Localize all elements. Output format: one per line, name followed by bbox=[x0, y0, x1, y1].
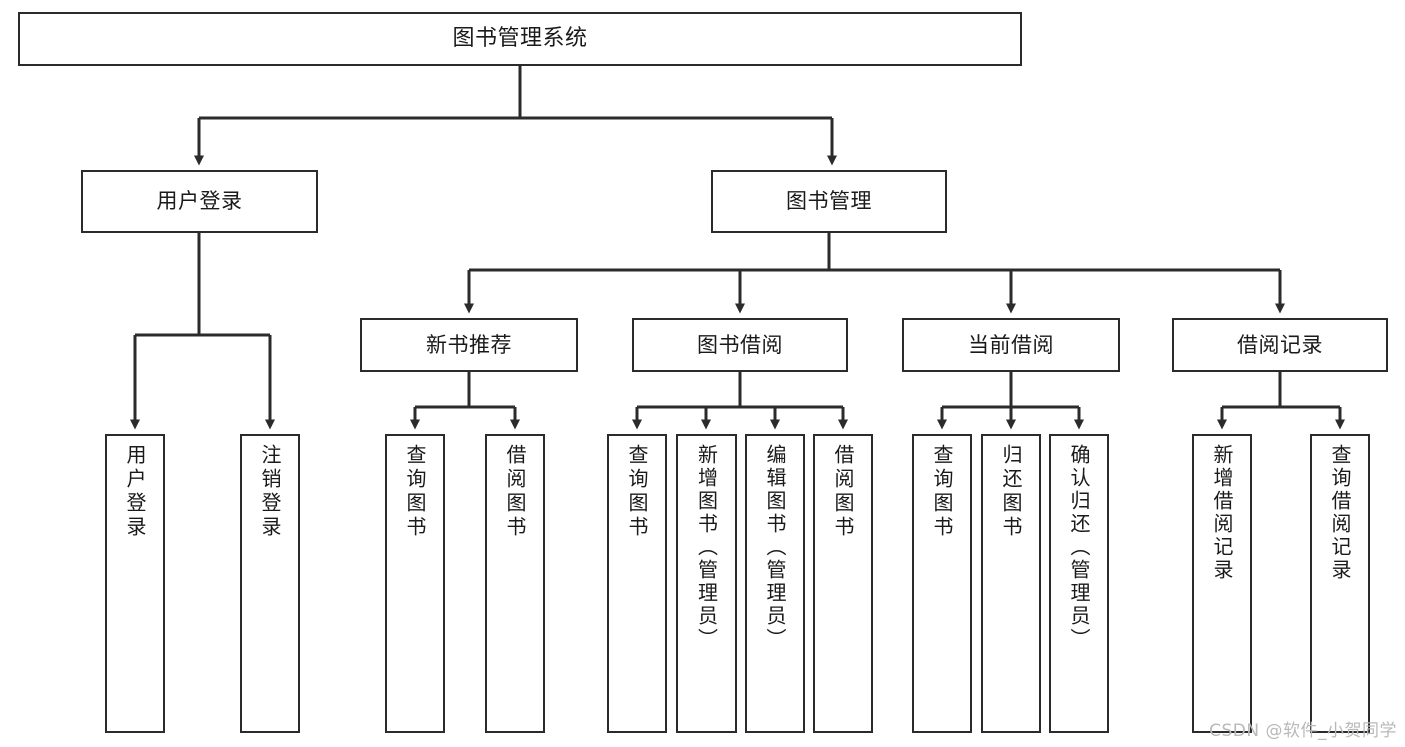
node-leaf-query-book-current[interactable]: 查询图书 bbox=[912, 434, 972, 733]
node-leaf-borrow-book-recommend[interactable]: 借阅图书 bbox=[485, 434, 545, 733]
node-leaf-return-book[interactable]: 归还图书 bbox=[981, 434, 1041, 733]
node-leaf-confirm-return-admin[interactable]: 确认归还（管理员） bbox=[1049, 434, 1109, 733]
node-leaf-query-borrow-record[interactable]: 查询借阅记录 bbox=[1310, 434, 1370, 733]
node-label: 图书管理 bbox=[786, 189, 872, 214]
node-root-book-management-system[interactable]: 图书管理系统 bbox=[18, 12, 1022, 66]
node-book-borrow[interactable]: 图书借阅 bbox=[632, 318, 848, 372]
node-label: 用户登录 bbox=[123, 444, 147, 540]
node-label: 查询借阅记录 bbox=[1328, 444, 1352, 582]
node-label: 注销登录 bbox=[258, 444, 282, 540]
node-leaf-query-book-recommend[interactable]: 查询图书 bbox=[385, 434, 445, 733]
node-label: 编辑图书（管理员） bbox=[763, 444, 787, 651]
node-label: 查询图书 bbox=[625, 444, 649, 540]
node-leaf-add-book-admin[interactable]: 新增图书（管理员） bbox=[676, 434, 737, 733]
node-label: 借阅记录 bbox=[1237, 332, 1323, 357]
node-label: 新增图书（管理员） bbox=[694, 444, 719, 651]
node-label: 图书借阅 bbox=[697, 332, 783, 357]
node-borrow-record[interactable]: 借阅记录 bbox=[1172, 318, 1388, 372]
node-label: 新书推荐 bbox=[426, 332, 512, 357]
node-label: 图书管理系统 bbox=[452, 26, 588, 52]
node-book-management[interactable]: 图书管理 bbox=[711, 170, 947, 233]
node-leaf-logout[interactable]: 注销登录 bbox=[240, 434, 300, 733]
node-label: 借阅图书 bbox=[831, 444, 855, 540]
node-leaf-borrow-book[interactable]: 借阅图书 bbox=[813, 434, 873, 733]
node-label: 确认归还（管理员） bbox=[1067, 444, 1091, 651]
node-leaf-query-book-borrow[interactable]: 查询图书 bbox=[607, 434, 667, 733]
node-label: 用户登录 bbox=[156, 189, 243, 214]
node-label: 查询图书 bbox=[930, 444, 954, 540]
node-current-borrow[interactable]: 当前借阅 bbox=[902, 318, 1120, 372]
node-label: 新增借阅记录 bbox=[1210, 444, 1234, 582]
node-leaf-edit-book-admin[interactable]: 编辑图书（管理员） bbox=[745, 434, 805, 733]
node-label: 查询图书 bbox=[403, 444, 427, 540]
node-label: 归还图书 bbox=[999, 444, 1023, 540]
node-leaf-user-login[interactable]: 用户登录 bbox=[105, 434, 165, 733]
node-leaf-add-borrow-record[interactable]: 新增借阅记录 bbox=[1192, 434, 1252, 733]
node-user-login[interactable]: 用户登录 bbox=[81, 170, 318, 233]
node-label: 借阅图书 bbox=[503, 444, 527, 540]
node-new-book-recommend[interactable]: 新书推荐 bbox=[360, 318, 578, 372]
node-label: 当前借阅 bbox=[968, 332, 1054, 357]
